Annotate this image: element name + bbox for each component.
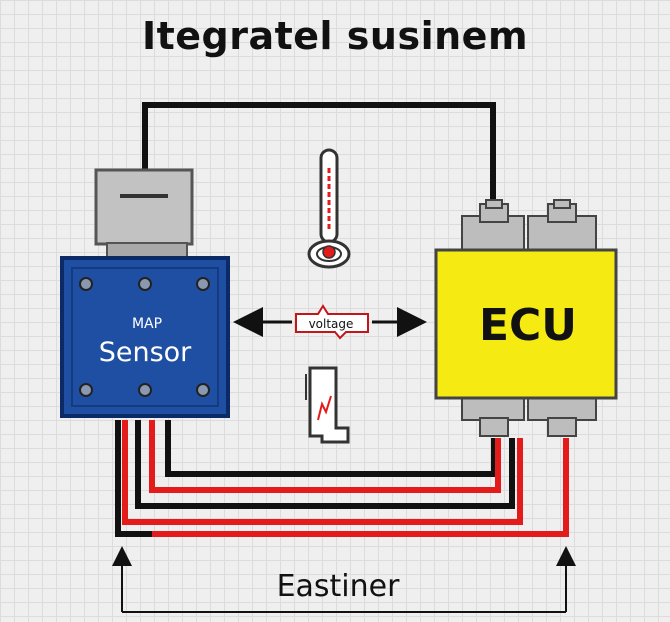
screw-icon <box>138 277 152 291</box>
red-wire-3 <box>152 438 569 537</box>
ecu-bottom-connectors <box>461 395 597 437</box>
voltage-label: voltage <box>309 317 354 331</box>
pressure-gauge-icon <box>305 366 350 444</box>
black-wire-3 <box>115 420 152 537</box>
red-wire-1 <box>149 420 501 493</box>
voltage-signal: voltage <box>233 304 427 340</box>
ecu-label: ECU <box>479 300 577 351</box>
voltage-badge <box>295 304 369 340</box>
sensor-label: Sensor <box>99 337 192 368</box>
diagram-title: Itegratel susinem <box>141 14 529 58</box>
wire-harness <box>115 420 569 537</box>
sensor-connector <box>94 168 194 260</box>
thermometer-icon <box>307 148 351 269</box>
bottom-bracket: Eastiner <box>112 546 576 613</box>
screw-icon <box>138 383 152 397</box>
red-wire-2 <box>122 420 523 525</box>
screw-icon <box>79 383 93 397</box>
ecu: ECU <box>434 248 618 400</box>
black-wire-2 <box>135 420 515 509</box>
top-signal-wire <box>142 102 496 205</box>
screw-icon <box>196 277 210 291</box>
bottom-label: Eastiner <box>277 569 401 604</box>
ecu-top-connectors <box>461 199 597 253</box>
sensor-label-small: MAP <box>132 316 162 332</box>
screw-icon <box>79 277 93 291</box>
black-wire-1 <box>165 420 497 477</box>
screw-icon <box>196 383 210 397</box>
map-sensor: MAP Sensor <box>60 256 230 418</box>
